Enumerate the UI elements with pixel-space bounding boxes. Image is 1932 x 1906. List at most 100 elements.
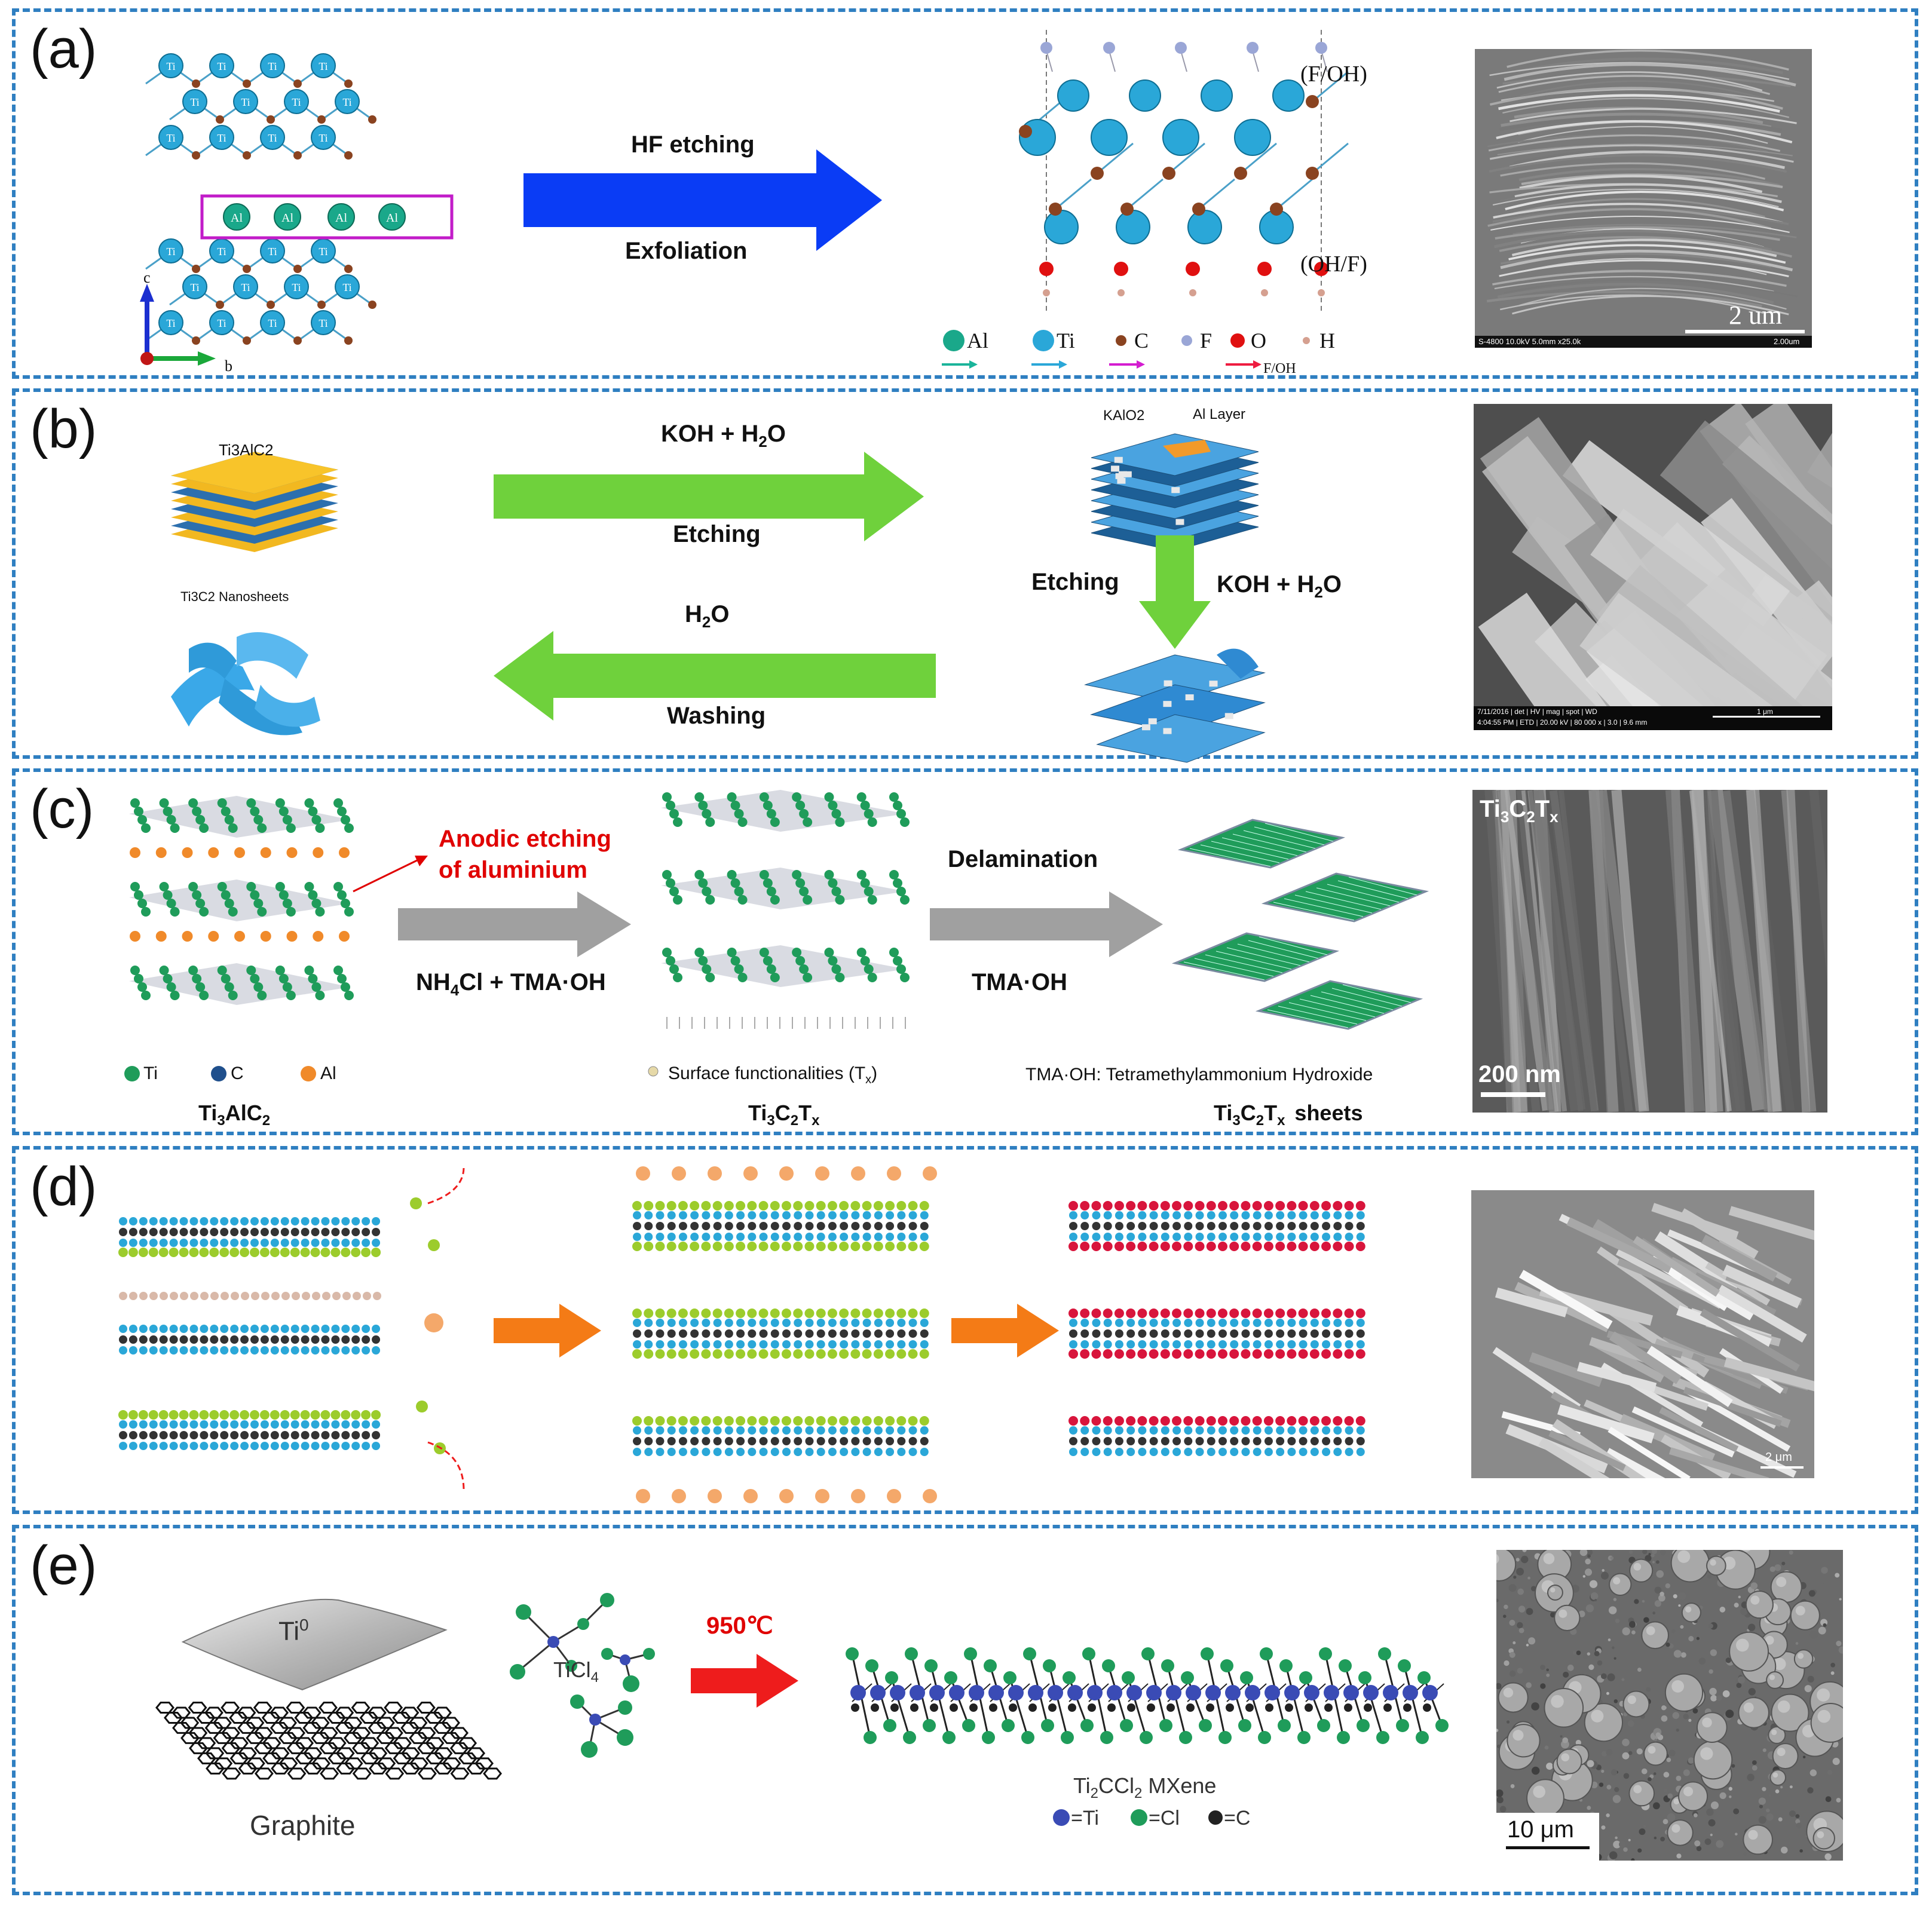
ti-atom: [246, 966, 256, 975]
ti-atom: [1284, 1685, 1300, 1700]
ti-atom: [182, 274, 207, 299]
c-atom: [1120, 203, 1134, 216]
ti-atom: [867, 973, 877, 982]
svg-text:Al: Al: [386, 212, 398, 225]
ti-atom: [694, 948, 705, 957]
ti-atom: [159, 882, 169, 891]
cl-atom: [1240, 1671, 1253, 1684]
al-atom: [260, 931, 271, 942]
ti-atom: [170, 823, 180, 833]
cl-atom: [1041, 1719, 1054, 1732]
ti-atom: [889, 948, 899, 957]
ti-atom: [856, 792, 867, 802]
svg-text:Al: Al: [231, 212, 243, 225]
panel-d: (d) 2 μm: [12, 1146, 1918, 1514]
scale-label-c: 200 nm: [1478, 1061, 1561, 1087]
h-atom: [1189, 289, 1196, 296]
max-phase-etching: [118, 1167, 465, 1491]
c-atom: [1068, 1703, 1076, 1712]
ti-atom: [246, 798, 256, 808]
ti-atom: [170, 991, 180, 1000]
legend-al: Al: [320, 1064, 336, 1083]
ti-atom: [315, 823, 325, 833]
svg-text:Ti: Ti: [217, 132, 226, 144]
cl-atom: [1358, 1671, 1371, 1684]
heating-arrow: [691, 1654, 798, 1708]
cl-atom: [903, 1731, 916, 1744]
ti-atom: [253, 815, 264, 825]
ti-atom: [224, 982, 234, 992]
cl-atom: [1337, 1731, 1350, 1744]
f-atom: [1315, 42, 1327, 54]
ti-atom: [1304, 1685, 1319, 1700]
caption-ti3alc2: Ti3AlC2: [198, 1101, 271, 1129]
ti-atom: [824, 948, 834, 957]
cl-atom: [1061, 1731, 1074, 1744]
al-layer-label: Al Layer: [1193, 406, 1246, 422]
legend-dot: [1230, 333, 1245, 348]
h-atom: [1043, 289, 1050, 296]
ti-atom: [889, 792, 899, 802]
ti-atom: [694, 870, 705, 880]
sem-texture-e: [1496, 1550, 1843, 1861]
c-atom: [192, 79, 200, 88]
al-atom: [234, 847, 245, 858]
ti-atom: [835, 817, 845, 827]
ti-atom: [698, 956, 708, 966]
cl-atom: [1140, 1731, 1153, 1744]
svg-text:Ti: Ti: [342, 281, 351, 293]
c-atom: [1162, 167, 1175, 180]
ti-atom: [864, 887, 874, 896]
legend-ti-e: =Ti: [1071, 1807, 1099, 1830]
o-atom: [1039, 262, 1054, 276]
ti-atom: [662, 792, 672, 802]
al-atom: [223, 203, 250, 231]
c-atom: [1107, 1703, 1116, 1712]
nh4cl-tma-label: NH4Cl + TMA·OH: [416, 969, 606, 999]
ti-atom: [275, 798, 285, 808]
svg-text:Ti: Ti: [319, 132, 327, 144]
panel-label-e: (e): [30, 1535, 97, 1596]
ti3alc2-crystal: [129, 796, 354, 1005]
c-atom: [1048, 1703, 1057, 1712]
al-atom: [155, 847, 167, 858]
ti-atom: [182, 89, 207, 114]
ti-atom: [209, 310, 234, 335]
ti-atom: [130, 882, 140, 891]
c-atom: [969, 1703, 978, 1712]
ti-atom: [195, 982, 206, 992]
ti-atom: [224, 899, 234, 908]
ti-atom: [337, 890, 347, 900]
ti-atom: [311, 53, 336, 78]
ti-atom: [341, 982, 350, 992]
ti-atom: [792, 948, 802, 957]
ti-atom: [137, 899, 147, 908]
tma-oh-label: TMA·OH: [972, 969, 1067, 995]
c-atom: [192, 265, 200, 273]
ti-atom: [1057, 79, 1089, 112]
c-atom: [1306, 167, 1319, 180]
cl-atom: [1023, 1647, 1036, 1660]
c-atom: [1423, 1703, 1431, 1712]
ti-atom: [705, 817, 715, 827]
ti-atom: [673, 817, 682, 827]
c-atom: [1019, 125, 1032, 138]
cl-atom: [865, 1659, 878, 1672]
ti-atom: [799, 887, 809, 896]
ti-atom: [860, 956, 870, 966]
ti-atom: [766, 887, 776, 896]
ti-atom: [1201, 79, 1233, 112]
cl-atom: [1417, 1671, 1431, 1684]
ti-atom: [304, 966, 314, 975]
ti-atom: [337, 807, 347, 816]
ti-atom: [275, 966, 285, 975]
ti-atom: [770, 895, 780, 905]
legend-dot: [1303, 337, 1310, 344]
svg-text:Ti: Ti: [268, 246, 277, 258]
intercalated-layers: [632, 1166, 937, 1503]
ti-atom: [1187, 210, 1222, 244]
ti3c2tx-sheets: [1171, 819, 1429, 1030]
ti-atom: [698, 878, 708, 888]
svg-text:Ti: Ti: [268, 132, 277, 144]
